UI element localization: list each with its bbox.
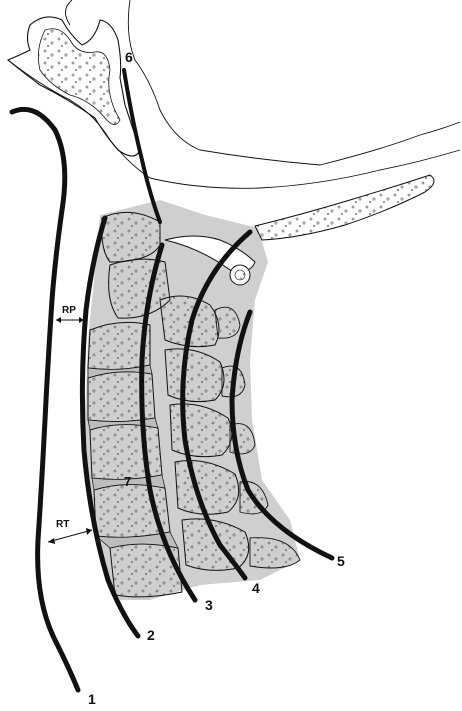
label-3: 3 [205,597,213,613]
rt-label: RT [56,519,69,530]
rp-label: RP [62,305,76,316]
rt-measurement: RT [48,519,92,544]
label-5: 5 [337,553,345,569]
c1-posterior-tubercle-inner [235,270,245,280]
vertebra-c5 [90,424,162,479]
line-1 [12,109,78,690]
label-7: 7 [124,474,131,489]
label-4: 4 [252,580,260,596]
label-6: 6 [125,49,133,65]
vertebra-c4 [88,372,155,422]
label-1: 1 [88,691,96,707]
label-2: 2 [147,627,155,643]
rp-measurement: RP [56,305,84,323]
hard-palate [255,175,434,240]
